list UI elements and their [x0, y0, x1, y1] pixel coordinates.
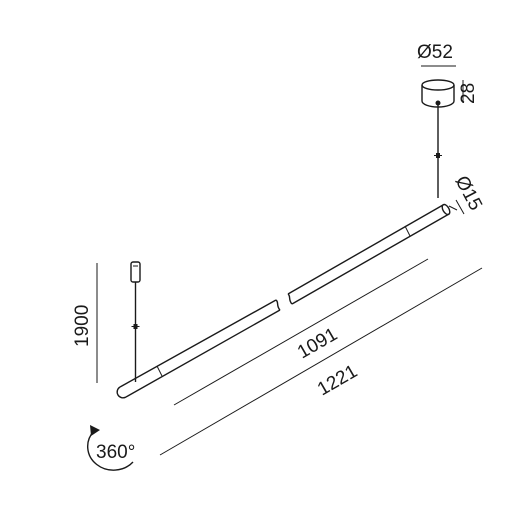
right-suspension-cable: [434, 104, 442, 198]
overall-length-dimension: 1221: [159, 267, 483, 456]
rotation-label: 360°: [96, 442, 135, 463]
canopy-height-dimension: 28: [458, 80, 479, 104]
inner-length-label: 1091: [294, 324, 341, 363]
tube-diameter-label: Ø15: [451, 172, 486, 214]
rotation-indicator: 360°: [87, 425, 135, 471]
canopy-diameter-dimension: Ø52: [417, 42, 456, 67]
canopy-height-label: 28: [458, 83, 479, 104]
left-suspension-cable: [130, 261, 141, 382]
suspension-height-label: 1900: [72, 305, 93, 347]
canopy-diameter-label: Ø52: [417, 42, 453, 63]
pendant-tube: [116, 203, 451, 399]
ceiling-canopy: [421, 79, 455, 108]
inner-length-dimension: 1091: [173, 258, 429, 406]
suspension-height-dimension: 1900: [72, 263, 98, 383]
overall-length-label: 1221: [314, 361, 361, 400]
tube-diameter-dimension: Ø15: [448, 172, 486, 215]
rotation-arrow-icon: [87, 430, 134, 471]
